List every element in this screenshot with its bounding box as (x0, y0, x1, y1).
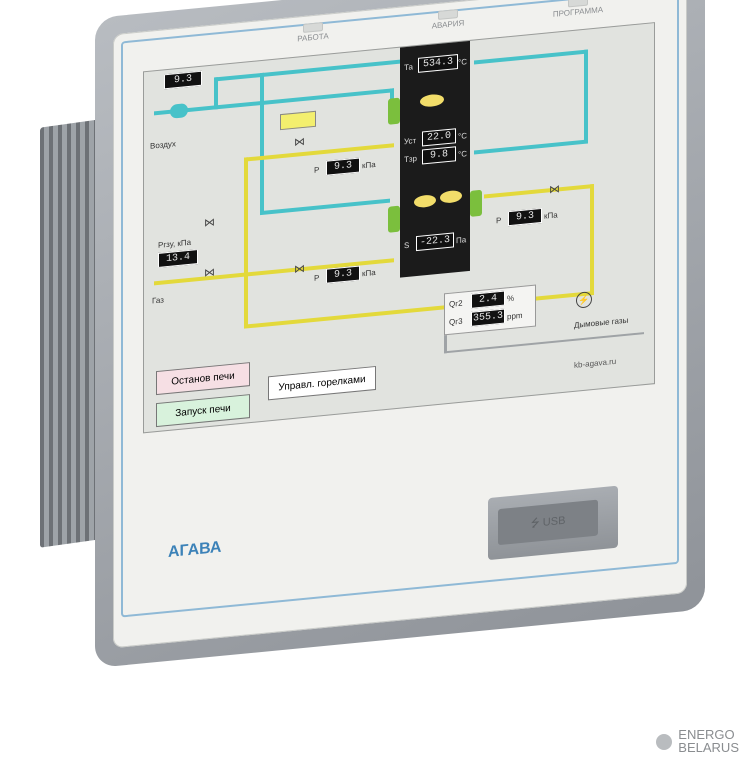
led-label: АВАРИЯ (431, 18, 465, 31)
p-right-value: 9.3 (508, 207, 542, 227)
q1-value: 2.4 (471, 290, 505, 309)
q1-label: Qг2 (449, 298, 463, 309)
ta-unit: °C (458, 57, 467, 68)
p-lower-left-value: 9.3 (326, 265, 360, 284)
tgp-value: 9.8 (422, 146, 456, 165)
gas-pipe (484, 183, 594, 199)
tgp-label: Тзр (404, 153, 418, 165)
burner-icon[interactable] (470, 189, 482, 217)
gas-analyzer-box: Qг2 2.4 % Qг3 355.3 ppm (444, 284, 536, 336)
p-unit: кПа (544, 210, 558, 221)
valve-icon[interactable]: ⋈ (204, 266, 215, 280)
led-avariya: АВАРИЯ (413, 7, 483, 33)
s-unit: Па (456, 235, 467, 246)
q2-unit: ppm (507, 310, 523, 322)
air-value: 9.3 (164, 70, 202, 90)
valve-icon[interactable]: ⋈ (294, 262, 305, 276)
regulator-icon[interactable] (280, 110, 316, 131)
valve-icon[interactable]: ⋈ (294, 135, 305, 149)
air-pipe (584, 49, 588, 144)
gas-pipe (590, 183, 594, 295)
air-label: Воздух (150, 139, 176, 151)
q2-label: Qг3 (449, 316, 463, 327)
usb-label: USB (542, 514, 566, 529)
watermark-line1: ENERGO (678, 727, 735, 742)
led-label: РАБОТА (297, 31, 329, 44)
flame-icon (440, 189, 462, 204)
burner-icon[interactable] (388, 205, 400, 233)
flame-icon (420, 93, 444, 108)
air-pipe (260, 72, 264, 214)
gas-pipe (244, 290, 594, 329)
watermark: ENERGO BELARUS (656, 727, 739, 755)
p-unit: кПа (362, 159, 376, 171)
led-rabota: РАБОТА (278, 20, 348, 46)
smoke-pipe (444, 332, 644, 354)
tgt-unit: °C (458, 131, 467, 142)
p-upper-left-value: 9.3 (326, 157, 360, 176)
p-prefix: P (314, 273, 320, 283)
air-pipe (214, 88, 394, 110)
fan-icon (170, 103, 188, 119)
air-pipe (474, 139, 584, 155)
stop-furnace-button[interactable]: Останов печи (156, 362, 250, 396)
ta-label: Та (404, 62, 413, 73)
led-programma: ПРОГРАММА (543, 0, 613, 20)
furnace-panel: Та 534.3 °C Уст 22.0 °C Тзр 9.8 °C S -22… (400, 40, 470, 278)
watermark-line2: BELARUS (678, 740, 739, 755)
burner-icon[interactable] (388, 97, 400, 125)
p-prefix: P (314, 165, 320, 175)
lightning-icon: ⚡ (576, 291, 592, 309)
gas-pipe (244, 157, 248, 328)
s-value: -22.3 (416, 232, 454, 252)
s-label: S (404, 240, 410, 251)
p-unit: кПа (362, 267, 376, 279)
q2-value: 355.3 (471, 308, 505, 327)
usb-icon: ⭍ (530, 516, 543, 530)
burner-control-button[interactable]: Управл. горелками (268, 365, 376, 401)
valve-icon[interactable]: ⋈ (204, 216, 215, 230)
valve-icon[interactable]: ⋈ (549, 183, 560, 197)
usb-port[interactable]: ⭍ USB (498, 499, 598, 546)
gas-pressure-value: 13.4 (158, 249, 198, 268)
watermark-logo-icon (656, 734, 673, 750)
tgt-value: 22.0 (422, 128, 456, 147)
led-label: ПРОГРАММА (552, 5, 604, 19)
smoke-label: Дымовые газы (574, 315, 629, 330)
device-bezel: РАБОТА АВАРИЯ ПРОГРАММА (95, 0, 705, 669)
usb-port-cover[interactable]: ⭍ USB (488, 485, 618, 561)
air-pipe (214, 59, 404, 82)
ta-value: 534.3 (418, 54, 458, 73)
air-pipe (260, 198, 390, 216)
q1-unit: % (507, 293, 515, 304)
gas-label: Газ (152, 295, 164, 306)
p-prefix: P (496, 215, 502, 226)
tgt-label: Уст (404, 136, 417, 147)
start-furnace-button[interactable]: Запуск печи (156, 394, 250, 428)
flame-icon (414, 194, 436, 209)
gas-pipe (244, 143, 394, 162)
hmi-screen[interactable]: 9.3 Воздух Ргзу, кПа 13.4 Газ ⋈ ⋈ ⋈ ⋈ ⋈ … (143, 22, 655, 434)
gas-pressure-label: Ргзу, кПа (158, 237, 192, 250)
faceplate: РАБОТА АВАРИЯ ПРОГРАММА (113, 0, 687, 649)
site-url: kb-agava.ru (574, 356, 617, 370)
tgp-unit: °C (458, 149, 467, 160)
air-pipe (474, 49, 588, 65)
